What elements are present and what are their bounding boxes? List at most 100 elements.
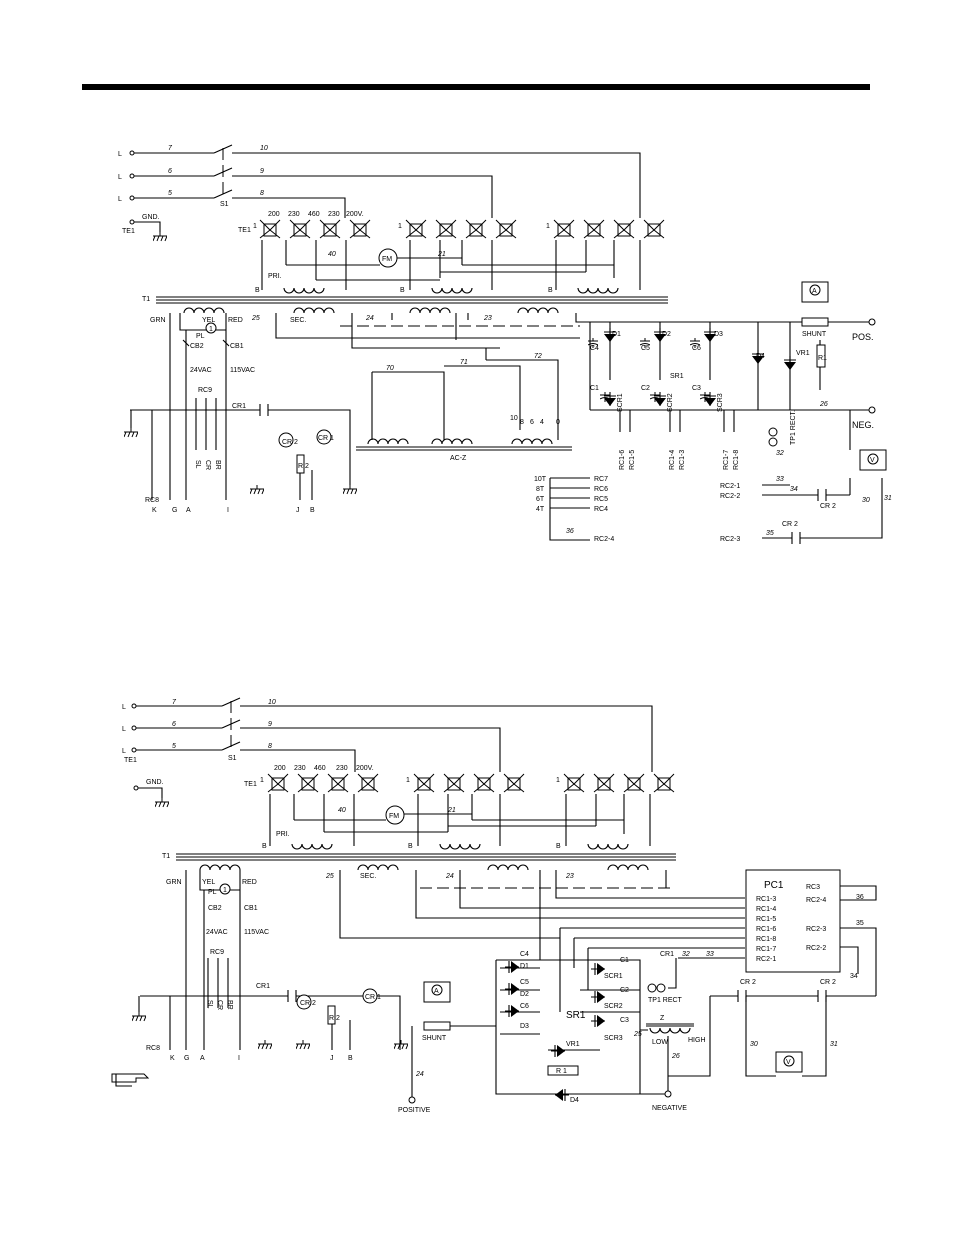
sr1-b: C4 D1 C5 D2 C6 D3 SR1 C1 SCR1 C2 SCR2 C3…	[495, 951, 670, 1104]
ac-z-reactor: 70 71 72 AC-Z 10 8 6 4 0	[356, 348, 572, 462]
svg-text:GND.: GND.	[146, 779, 164, 786]
svg-text:CR 2: CR 2	[820, 979, 836, 986]
svg-text:A: A	[434, 988, 439, 995]
svg-text:RC1-3: RC1-3	[679, 450, 686, 470]
svg-text:7: 7	[168, 145, 173, 152]
svg-text:SEC.: SEC.	[360, 873, 376, 880]
svg-text:TE1: TE1	[122, 228, 135, 235]
svg-text:1: 1	[398, 223, 402, 230]
svg-text:PL: PL	[208, 889, 217, 896]
shunt-b: A SHUNT POSITIVE 24	[398, 981, 496, 1114]
svg-text:RC1-5: RC1-5	[756, 916, 776, 923]
svg-text:I: I	[238, 1055, 240, 1062]
svg-text:1: 1	[406, 777, 410, 784]
svg-text:D4: D4	[570, 1097, 579, 1104]
svg-text:230: 230	[328, 211, 340, 218]
svg-text:RC1-8: RC1-8	[756, 936, 776, 943]
svg-text:6: 6	[530, 419, 534, 426]
svg-text:C4: C4	[520, 951, 529, 958]
svg-text:SL: SL	[206, 1000, 213, 1009]
svg-text:FM: FM	[389, 813, 399, 820]
svg-text:SCR1: SCR1	[617, 393, 624, 412]
svg-text:460: 460	[308, 211, 320, 218]
svg-text:D2: D2	[662, 331, 671, 338]
svg-text:R 2: R 2	[298, 463, 309, 470]
svg-text:RC1-7: RC1-7	[756, 946, 776, 953]
svg-text:CB2: CB2	[190, 343, 204, 350]
svg-text:POSITIVE: POSITIVE	[398, 1107, 431, 1114]
svg-text:25: 25	[251, 315, 260, 322]
svg-text:R 1: R 1	[556, 1068, 567, 1075]
svg-text:A: A	[186, 507, 191, 514]
svg-text:8: 8	[268, 743, 272, 750]
svg-text:B: B	[255, 287, 260, 294]
svg-text:230: 230	[294, 765, 306, 772]
svg-text:J: J	[296, 507, 300, 514]
svg-text:RC1-6: RC1-6	[756, 926, 776, 933]
svg-text:S1: S1	[228, 755, 237, 762]
svg-text:C1: C1	[590, 385, 599, 392]
svg-text:V: V	[786, 1059, 791, 1066]
svg-text:RC1-6: RC1-6	[619, 450, 626, 470]
svg-text:115VAC: 115VAC	[244, 929, 269, 936]
svg-text:40: 40	[338, 807, 346, 814]
svg-text:200V.: 200V.	[356, 765, 374, 772]
svg-text:RC2-2: RC2-2	[806, 945, 826, 952]
svg-text:BR: BR	[226, 1000, 233, 1010]
svg-text:30: 30	[862, 497, 870, 504]
rc-left: 10T 8T 6T 4T RC7 RC6 RC5 RC4 RC2-4 36	[534, 476, 614, 543]
line-label: L	[118, 151, 122, 158]
diagram-bottom: L L L 7 6 5 10 9 8 S1 TE1 GND. TE1 1 200…	[111, 697, 877, 1114]
svg-text:VR1: VR1	[796, 350, 810, 357]
svg-text:RC2-4: RC2-4	[594, 536, 614, 543]
rc2-right: RC2-1 RC2-2 RC2-3 CR 2 CR 2 V 34 35 30 3…	[720, 410, 892, 544]
svg-text:9: 9	[260, 168, 264, 175]
control-left: GRN YEL RED 1 PL CB2 CB1 24VAC 115VAC RC…	[124, 313, 357, 514]
svg-text:0: 0	[556, 419, 560, 426]
svg-text:RC1-4: RC1-4	[669, 450, 676, 470]
svg-text:CR 2: CR 2	[300, 1000, 316, 1007]
svg-text:TP1 RECT: TP1 RECT	[648, 997, 683, 1004]
svg-text:30: 30	[750, 1041, 758, 1048]
svg-text:C2: C2	[641, 385, 650, 392]
svg-text:V: V	[870, 457, 875, 464]
svg-text:1: 1	[223, 887, 227, 894]
svg-text:SHUNT: SHUNT	[802, 331, 827, 338]
svg-text:SCR2: SCR2	[667, 393, 674, 412]
svg-text:23: 23	[565, 873, 574, 880]
svg-text:RC4: RC4	[594, 506, 608, 513]
svg-text:4T: 4T	[536, 506, 545, 513]
choke-negative: Z LOW HIGH NEGATIVE 26 TP1 RECT	[640, 958, 706, 1112]
svg-text:230: 230	[336, 765, 348, 772]
svg-text:26: 26	[819, 401, 828, 408]
svg-text:TP1 RECT.: TP1 RECT.	[790, 410, 797, 445]
svg-text:230: 230	[288, 211, 300, 218]
svg-text:L: L	[122, 704, 126, 711]
svg-text:36: 36	[566, 528, 574, 535]
svg-text:6T: 6T	[536, 496, 545, 503]
svg-text:SR1: SR1	[566, 1010, 586, 1021]
svg-text:CR 1: CR 1	[365, 994, 381, 1001]
svg-text:R 2: R 2	[329, 1015, 340, 1022]
line-inputs: L L L 7 6 5 10 9 8 S1	[118, 144, 641, 218]
svg-text:24VAC: 24VAC	[206, 929, 228, 936]
svg-text:Z: Z	[660, 1015, 665, 1022]
svg-text:200: 200	[274, 765, 286, 772]
svg-text:A: A	[200, 1055, 205, 1062]
svg-text:RC9: RC9	[198, 387, 212, 394]
svg-text:C3: C3	[620, 1017, 629, 1024]
svg-text:B: B	[400, 287, 405, 294]
svg-text:SR1: SR1	[670, 373, 684, 380]
svg-text:RED: RED	[228, 317, 243, 324]
svg-text:B: B	[408, 843, 413, 850]
fan-motor: FM	[382, 256, 392, 263]
svg-text:K: K	[152, 507, 157, 514]
svg-text:70: 70	[386, 365, 394, 372]
svg-text:RC2-1: RC2-1	[720, 483, 740, 490]
svg-text:36: 36	[856, 894, 864, 901]
svg-text:RC7: RC7	[594, 476, 608, 483]
svg-text:B: B	[548, 287, 553, 294]
svg-text:I: I	[227, 507, 229, 514]
svg-text:A: A	[812, 288, 817, 295]
svg-text:POS.: POS.	[852, 332, 874, 342]
